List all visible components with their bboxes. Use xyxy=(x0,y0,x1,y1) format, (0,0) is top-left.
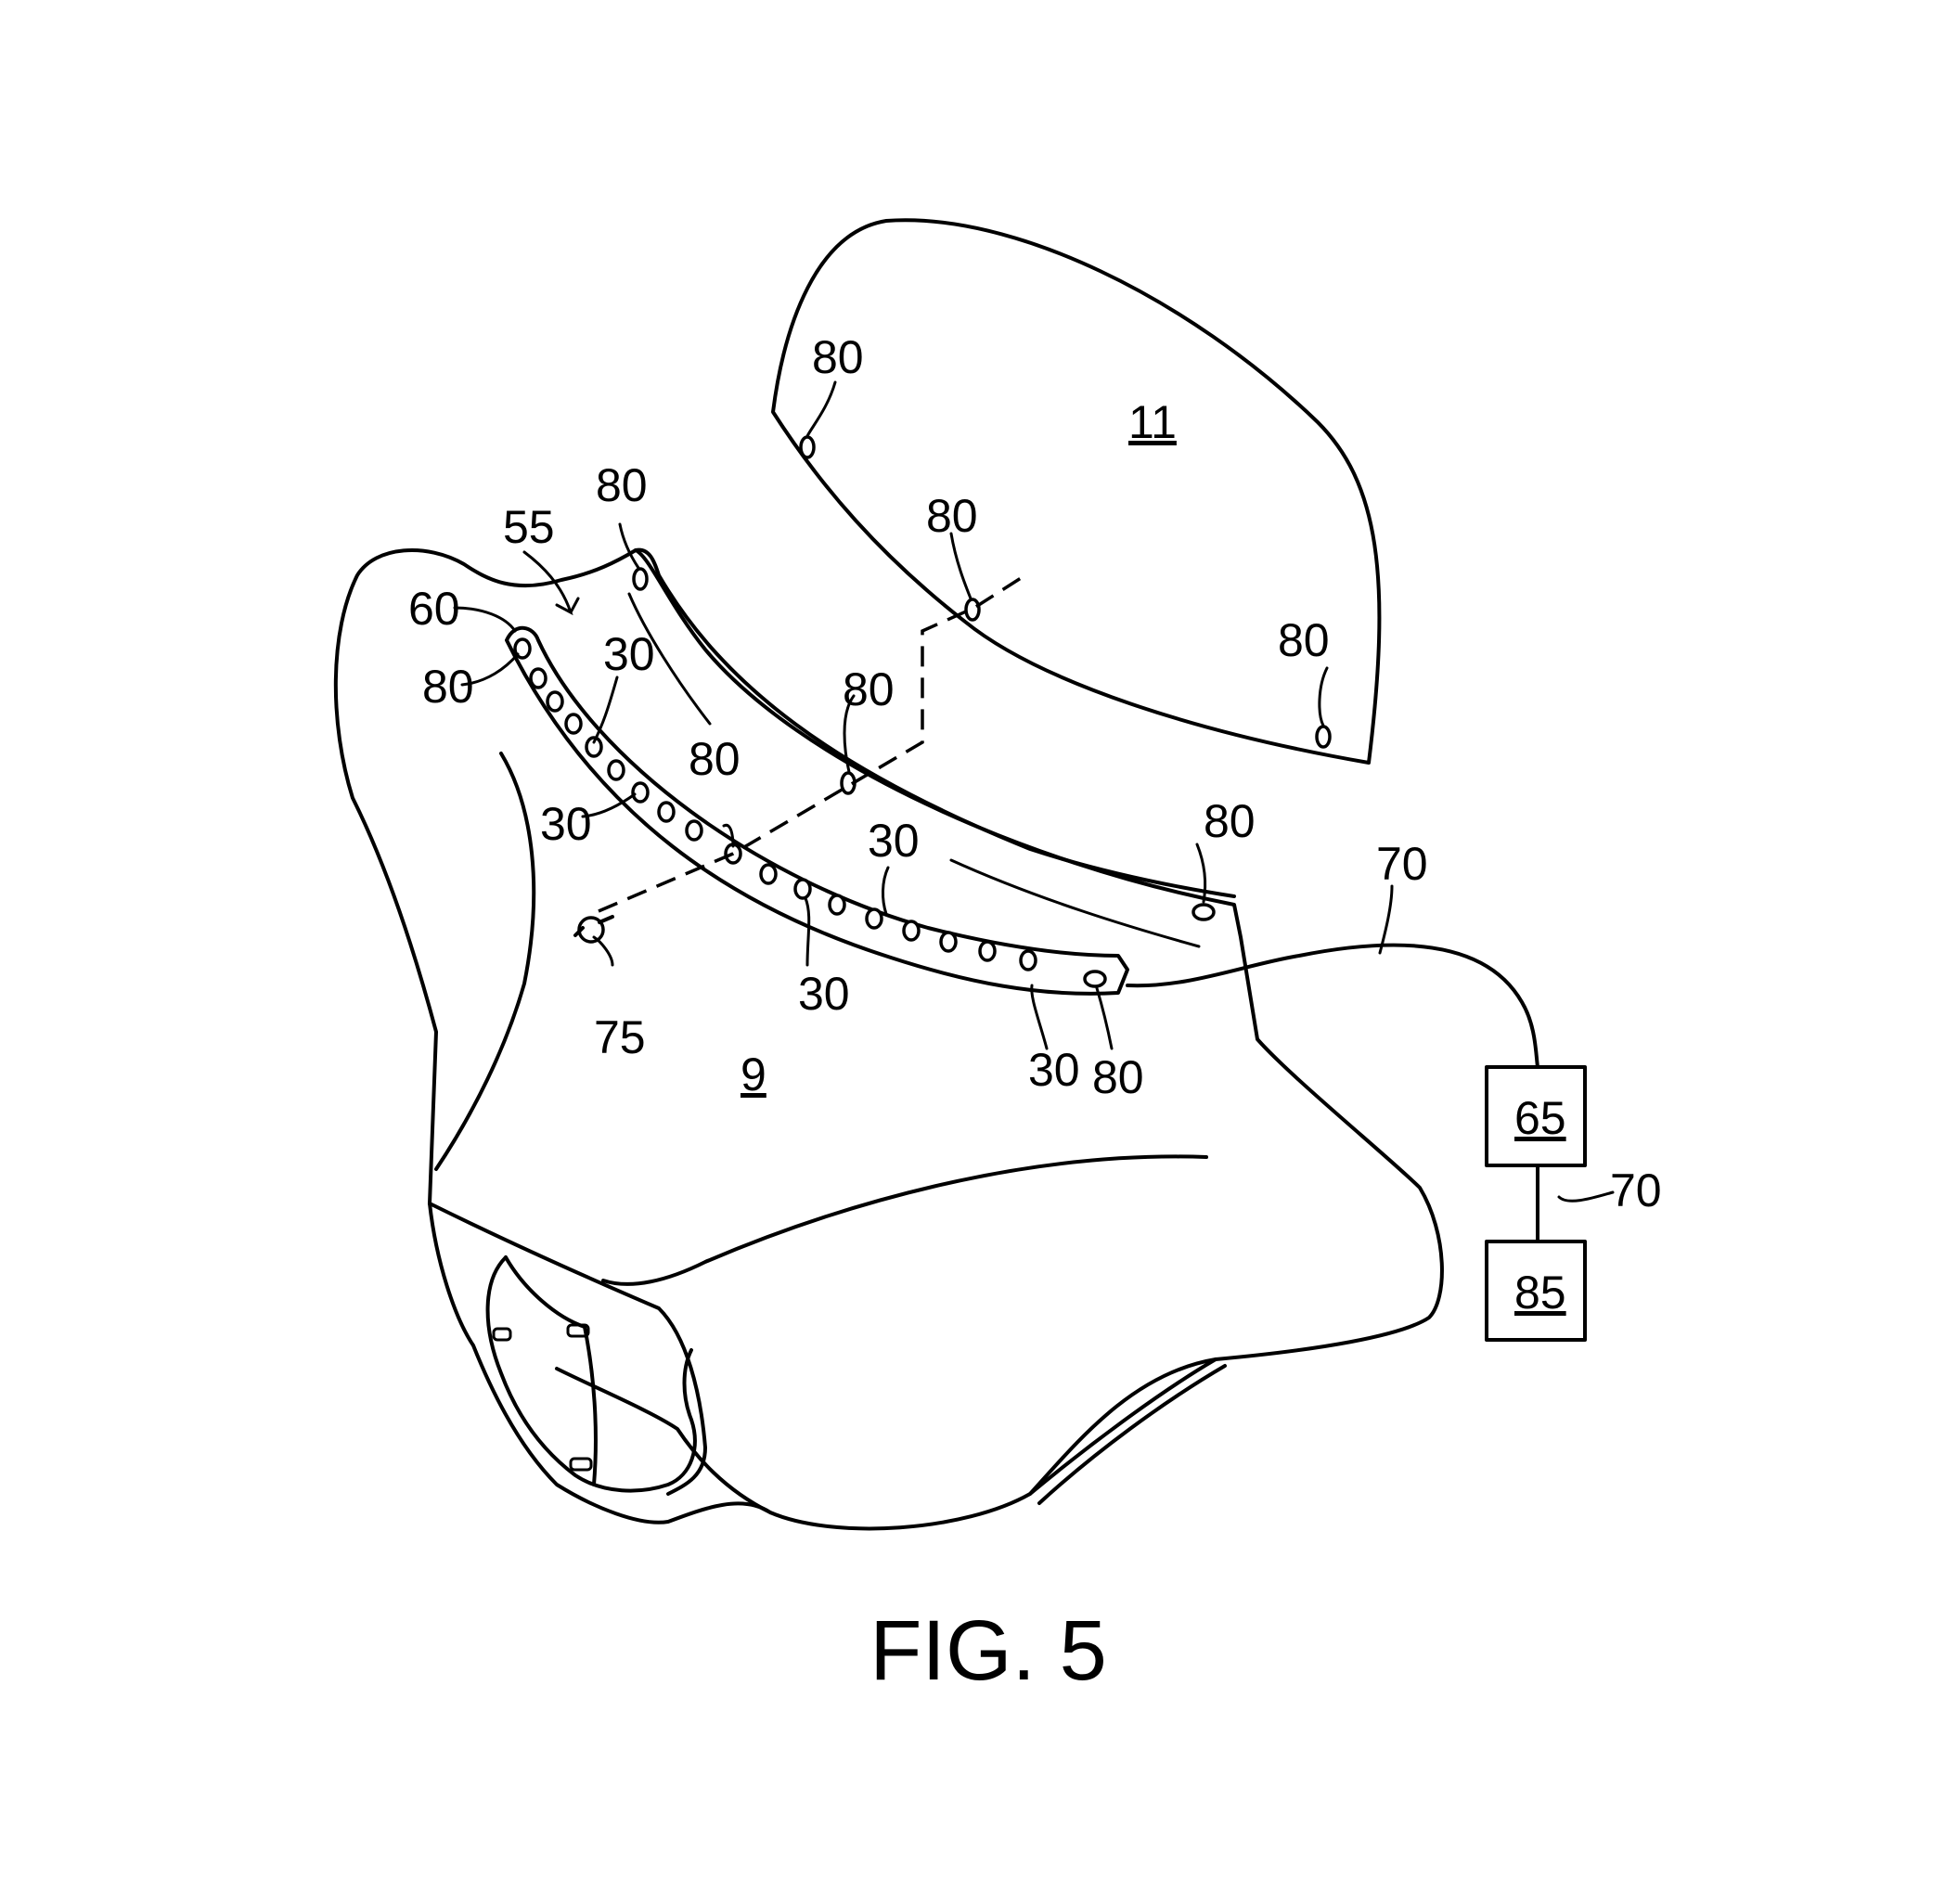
fitting-stub-a xyxy=(492,1327,512,1342)
body-lower-left xyxy=(428,1202,772,1524)
strip-hole-30 xyxy=(546,690,564,713)
body-rear-edge xyxy=(428,1202,707,1496)
label-80-strip-left: 80 xyxy=(422,661,474,713)
label-80-strip-mid: 80 xyxy=(689,733,741,785)
assembly-line xyxy=(598,572,1029,913)
shield-hole-80-c xyxy=(1315,725,1332,749)
shield-hole-80-b xyxy=(964,598,981,622)
label-65: 65 xyxy=(1514,1092,1566,1144)
label-70-upper: 70 xyxy=(1376,838,1428,890)
strip-60-outline xyxy=(505,625,1129,996)
label-30-d: 30 xyxy=(798,968,850,1020)
leader-lines xyxy=(453,380,1615,1203)
label-30-a: 30 xyxy=(603,628,655,680)
strip-hole-30 xyxy=(657,801,676,823)
label-80-top: 80 xyxy=(596,459,648,511)
strip-hole-30 xyxy=(585,736,603,758)
label-80-shield-c: 80 xyxy=(1278,614,1330,666)
figure-caption: FIG. 5 xyxy=(869,1603,1107,1698)
mount-slot-right xyxy=(949,858,1201,948)
label-80-shield-a: 80 xyxy=(812,331,864,383)
mount-hole-80-right xyxy=(1191,903,1216,921)
label-70-lower: 70 xyxy=(1610,1164,1662,1216)
strip-hole-30 xyxy=(939,931,958,953)
label-11: 11 xyxy=(1128,396,1177,448)
label-9: 9 xyxy=(741,1048,766,1100)
strip-hole-80-end-right xyxy=(1083,970,1107,988)
label-75: 75 xyxy=(594,1011,646,1063)
body-bottom-trim xyxy=(1028,1357,1227,1505)
body-lower-fitting xyxy=(504,1255,598,1486)
body-9-outline xyxy=(333,548,1444,1531)
strip-hole-30 xyxy=(631,781,650,804)
label-55: 55 xyxy=(503,501,555,553)
strip-hole-30 xyxy=(793,878,812,900)
body-mid-contour xyxy=(601,1154,1208,1286)
strip-hole-30 xyxy=(529,667,547,689)
label-80-mount-right: 80 xyxy=(1204,795,1256,847)
mount-slot-left xyxy=(627,592,712,726)
label-30-b: 30 xyxy=(540,798,592,850)
strip-hole-30 xyxy=(759,863,778,885)
label-80-shield-b: 80 xyxy=(926,490,978,542)
cable-70 xyxy=(1126,943,1539,1069)
strip-hole-30 xyxy=(607,759,625,781)
strip-hole-30 xyxy=(902,920,921,942)
strip-hole-30 xyxy=(828,894,846,916)
strip-hole-30 xyxy=(564,713,583,735)
body-lower-cutout xyxy=(485,1255,697,1493)
body-inner-left xyxy=(434,752,536,1171)
label-30-c: 30 xyxy=(868,815,920,867)
label-60: 60 xyxy=(408,583,460,635)
shield-hole-80-a xyxy=(799,435,816,459)
fitting-stub-b xyxy=(566,1323,590,1338)
strip-hole-30 xyxy=(685,819,703,842)
fitting-stub-c xyxy=(569,1457,593,1472)
strip-hole-30 xyxy=(865,907,883,930)
strip-hole-30 xyxy=(1019,949,1037,971)
strip-hole-30 xyxy=(978,940,997,962)
label-30-e: 30 xyxy=(1028,1044,1080,1096)
label-85: 85 xyxy=(1514,1267,1566,1319)
screw-75 xyxy=(573,915,614,944)
label-80-mount-mid: 80 xyxy=(843,663,895,715)
box-85 xyxy=(1485,1240,1587,1342)
label-80-strip-right: 80 xyxy=(1092,1051,1144,1103)
mount-edge-outer xyxy=(634,547,1236,898)
mount-hole-80-top xyxy=(632,567,649,591)
